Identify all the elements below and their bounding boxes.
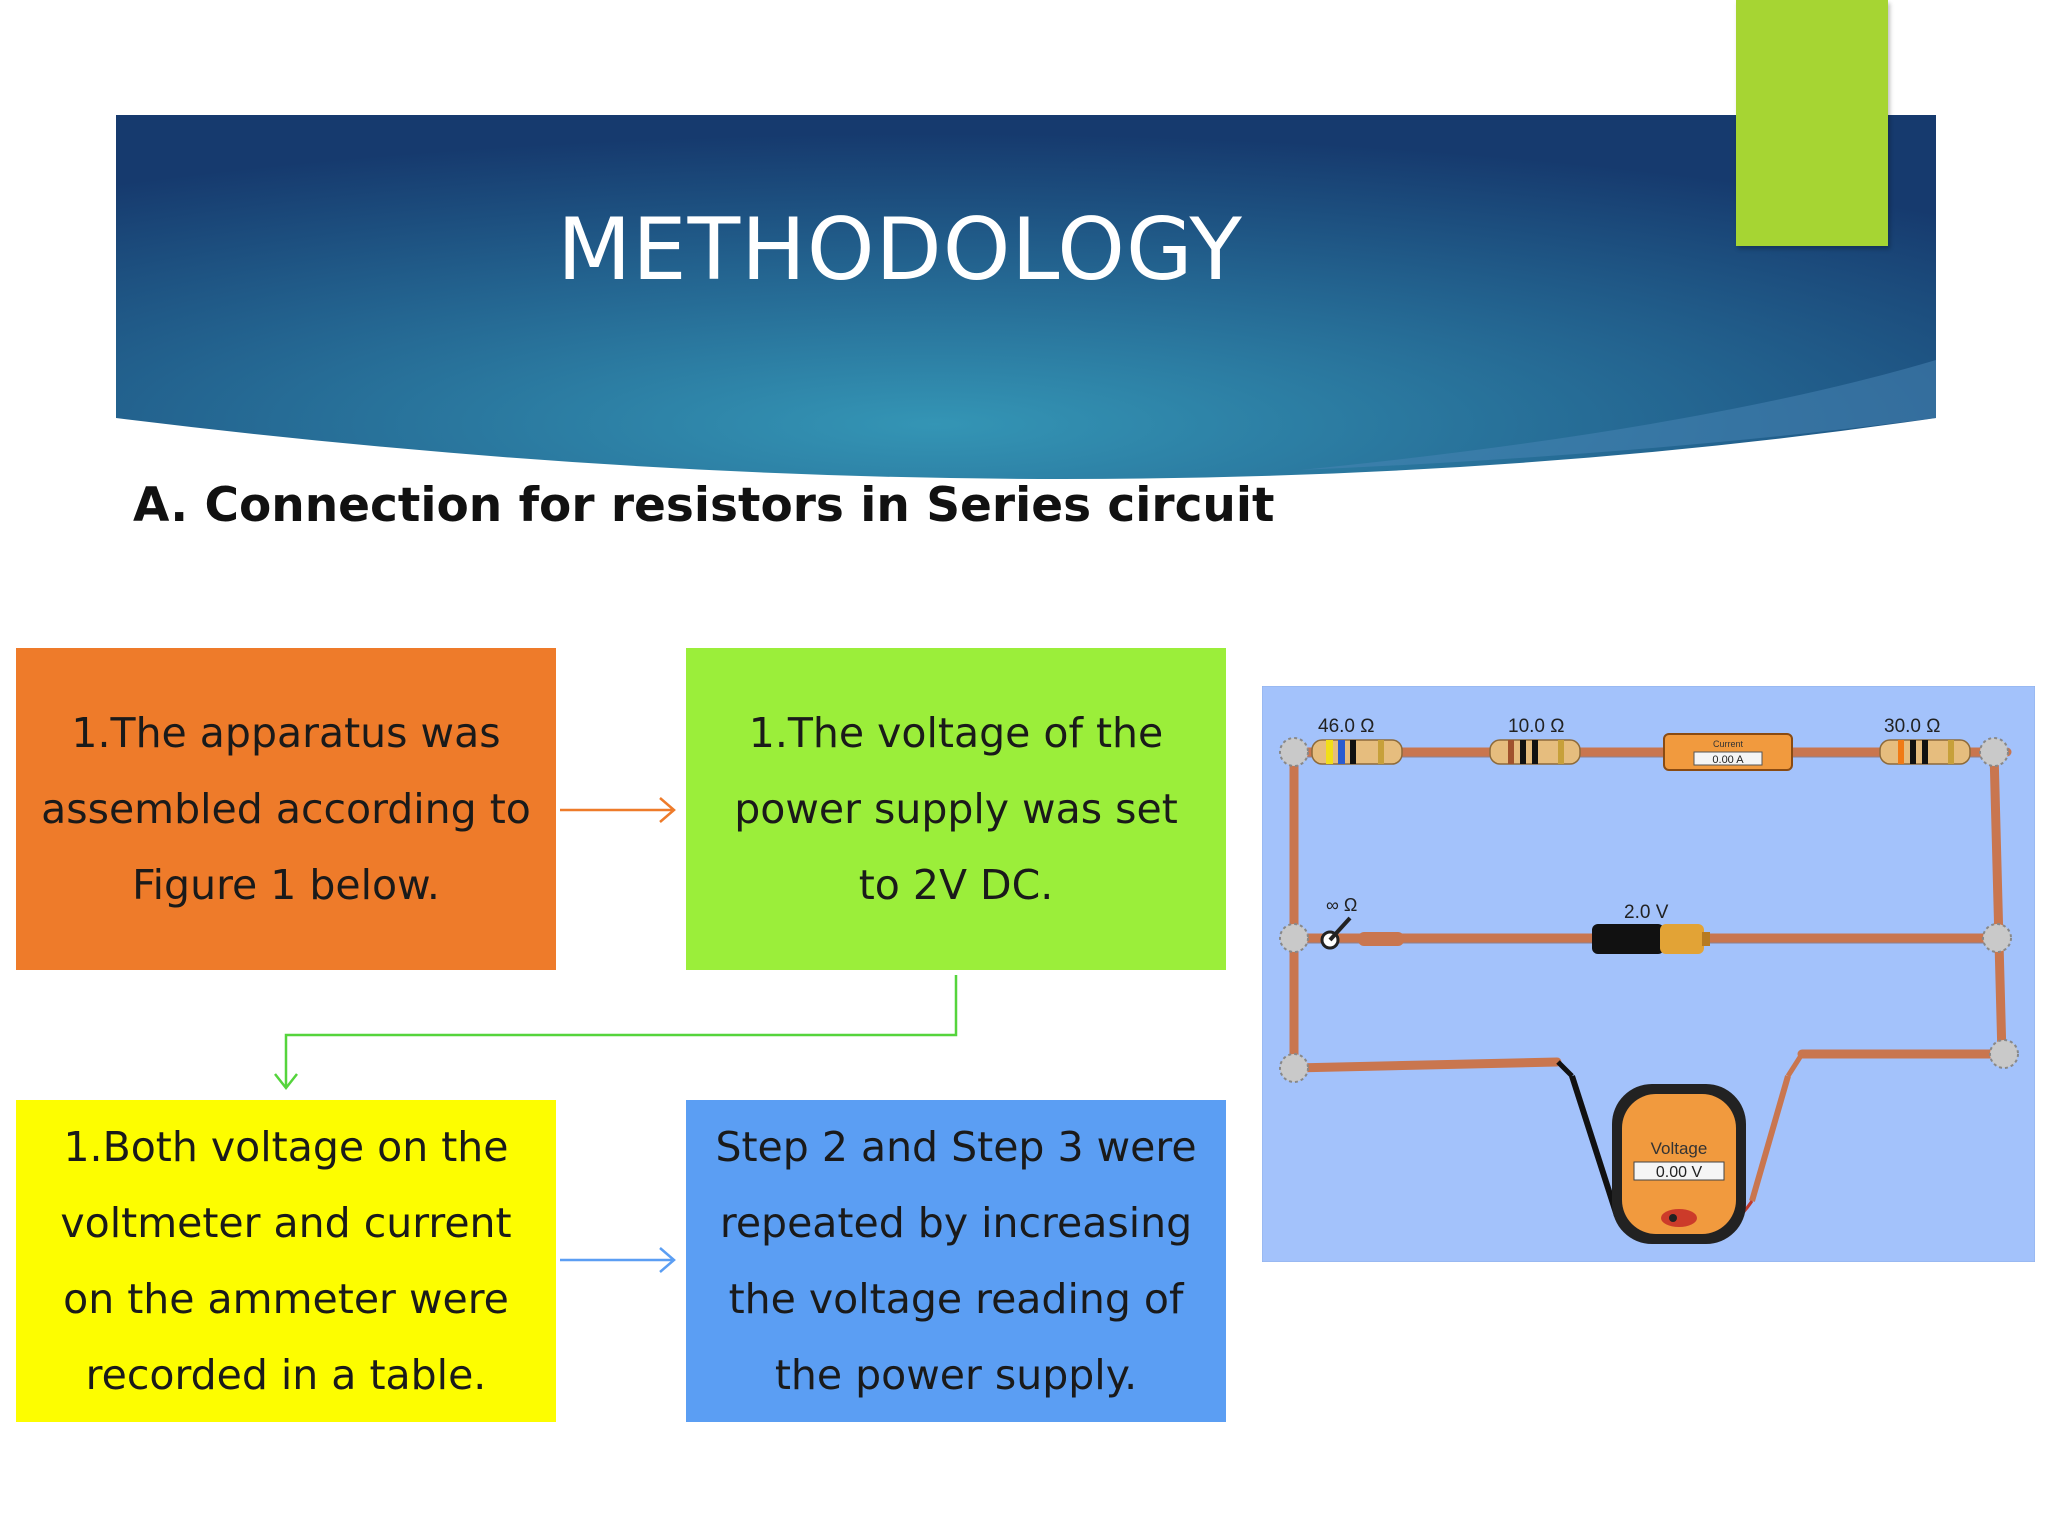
step-1-text: 1.The apparatus was assembled according … bbox=[41, 709, 531, 909]
step-3-text: 1.Both voltage on the voltmeter and curr… bbox=[60, 1123, 512, 1399]
arrow-step2-to-step3 bbox=[274, 975, 958, 1091]
switch bbox=[1320, 916, 1404, 950]
circuit-figure: 46.0 Ω 10.0 Ω Current 0.00 A 30.0 Ω ∞ Ω … bbox=[1262, 686, 2035, 1262]
step-4-text: Step 2 and Step 3 were repeated by incre… bbox=[715, 1123, 1197, 1399]
resistor-3 bbox=[1879, 739, 1971, 765]
battery bbox=[1592, 924, 1710, 954]
step-box-4: Step 2 and Step 3 were repeated by incre… bbox=[686, 1100, 1226, 1422]
step-box-2: 1.The voltage of the power supply was se… bbox=[686, 648, 1226, 970]
title-banner bbox=[116, 115, 1936, 479]
voltmeter bbox=[1556, 1052, 1805, 1244]
step-box-1: 1.The apparatus was assembled according … bbox=[16, 648, 556, 970]
battery-label: 2.0 V bbox=[1624, 902, 1669, 923]
resistor-3-label: 30.0 Ω bbox=[1884, 716, 1940, 737]
arrow-step3-to-step4 bbox=[560, 1247, 676, 1273]
voltmeter-reading: 0.00 V bbox=[1656, 1164, 1703, 1181]
voltmeter-label: Voltage bbox=[1651, 1139, 1708, 1158]
resistor-2 bbox=[1489, 739, 1581, 765]
ammeter bbox=[1663, 733, 1793, 771]
arrow-step1-to-step2 bbox=[560, 797, 676, 823]
switch-label: ∞ Ω bbox=[1326, 895, 1357, 915]
resistor-2-label: 10.0 Ω bbox=[1508, 716, 1564, 737]
resistor-1 bbox=[1311, 739, 1403, 765]
section-subtitle: A. Connection for resistors in Series ci… bbox=[133, 478, 1275, 533]
accent-block bbox=[1736, 0, 1888, 246]
step-box-3: 1.Both voltage on the voltmeter and curr… bbox=[16, 1100, 556, 1422]
resistor-1-label: 46.0 Ω bbox=[1318, 716, 1374, 737]
ammeter-label: Current bbox=[1713, 739, 1744, 749]
step-2-text: 1.The voltage of the power supply was se… bbox=[734, 709, 1178, 909]
page-title: METHODOLOGY bbox=[557, 200, 1243, 300]
ammeter-reading: 0.00 A bbox=[1712, 754, 1744, 766]
